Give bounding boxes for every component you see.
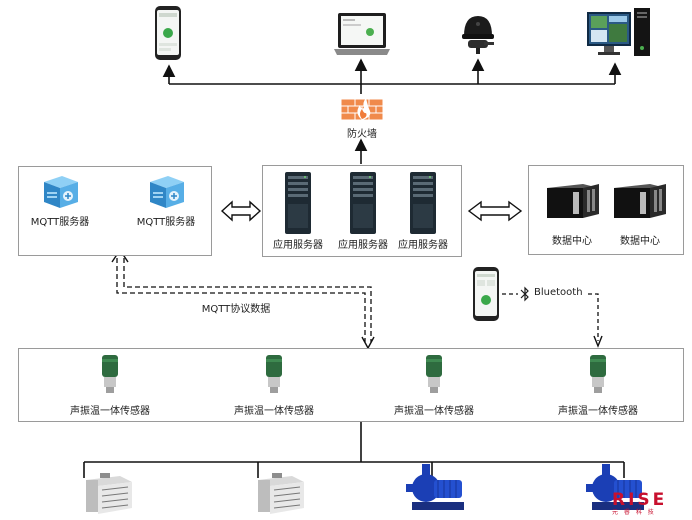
app-server-label: 应用服务器	[398, 240, 448, 251]
server-cube-icon	[150, 176, 184, 208]
server-rack-icon	[350, 172, 376, 234]
smartphone-icon	[155, 6, 181, 60]
server-cube-icon	[44, 176, 78, 208]
double-arrow-right	[467, 200, 523, 222]
cooling-tower-icon	[86, 473, 132, 514]
client-distribution-lines	[162, 58, 622, 94]
smartphone-client	[154, 5, 182, 61]
data-center-icon	[614, 184, 666, 218]
data-center-1	[545, 180, 601, 220]
mqtt-server-label: MQTT服务器	[30, 217, 90, 228]
brand-logo: RISE 元 睿 科 技	[612, 492, 688, 518]
bluetooth-label: Bluetooth	[534, 287, 583, 298]
sensor-device-icon	[102, 355, 118, 393]
app-server-label: 应用服务器	[273, 240, 323, 251]
smart-helmet-icon	[462, 16, 494, 54]
data-center-label: 数据中心	[620, 236, 660, 247]
bluetooth-symbol	[520, 286, 529, 302]
cooling-tower-2	[252, 470, 308, 516]
data-center-2	[612, 180, 668, 220]
sensor-1	[100, 354, 120, 394]
water-pump-icon	[586, 464, 644, 510]
bluetooth-icon	[520, 286, 530, 302]
app-server-2	[350, 172, 376, 234]
sensor-group	[18, 348, 684, 422]
app-server-label: 应用服务器	[338, 240, 388, 251]
water-pump-1	[404, 462, 466, 514]
mqtt-protocol-label: MQTT协议数据	[201, 304, 271, 315]
sensor-device-icon	[266, 355, 282, 393]
water-pump-icon	[406, 464, 464, 510]
sensor-label: 声振温一体传感器	[70, 406, 150, 417]
desktop-computer-icon	[587, 8, 650, 56]
smartphone-icon	[473, 267, 499, 321]
bluetooth-link	[502, 293, 599, 341]
mqtt-server-2	[146, 174, 186, 210]
mqtt-protocol-link	[116, 258, 372, 342]
mqtt-server-1	[40, 174, 80, 210]
sensor-label: 声振温一体传感器	[558, 406, 638, 417]
firewall	[340, 95, 384, 123]
cooling-tower-icon	[258, 473, 304, 514]
server-rack-icon	[285, 172, 311, 234]
sensor-3	[424, 354, 444, 394]
bluetooth-phone	[472, 266, 500, 322]
firewall-icon	[340, 98, 384, 121]
cooling-tower-1	[80, 470, 136, 516]
laptop-client	[332, 12, 392, 58]
sensor-label: 声振温一体传感器	[234, 406, 314, 417]
server-rack-icon	[410, 172, 436, 234]
sensor-label: 声振温一体传感器	[394, 406, 474, 417]
mqtt-down-arrowhead	[361, 336, 375, 350]
bluetooth-arrowhead	[593, 335, 603, 348]
brand-subtitle: 元 睿 科 技	[612, 509, 656, 516]
firewall-label: 防火墙	[347, 129, 377, 140]
brand-name: RISE	[612, 490, 668, 510]
laptop-icon	[334, 13, 390, 55]
sensor-2	[264, 354, 284, 394]
app-server-1	[285, 172, 311, 234]
water-pump-2	[584, 462, 646, 514]
desktop-client	[586, 6, 652, 62]
double-arrow-left	[220, 200, 262, 222]
data-center-label: 数据中心	[552, 236, 592, 247]
mqtt-server-label: MQTT服务器	[136, 217, 196, 228]
app-server-3	[410, 172, 436, 234]
helmet-client	[458, 12, 498, 56]
data-center-icon	[547, 184, 599, 218]
sensor-device-icon	[590, 355, 606, 393]
sensor-device-icon	[426, 355, 442, 393]
equipment-lines	[83, 420, 625, 478]
sensor-4	[588, 354, 608, 394]
